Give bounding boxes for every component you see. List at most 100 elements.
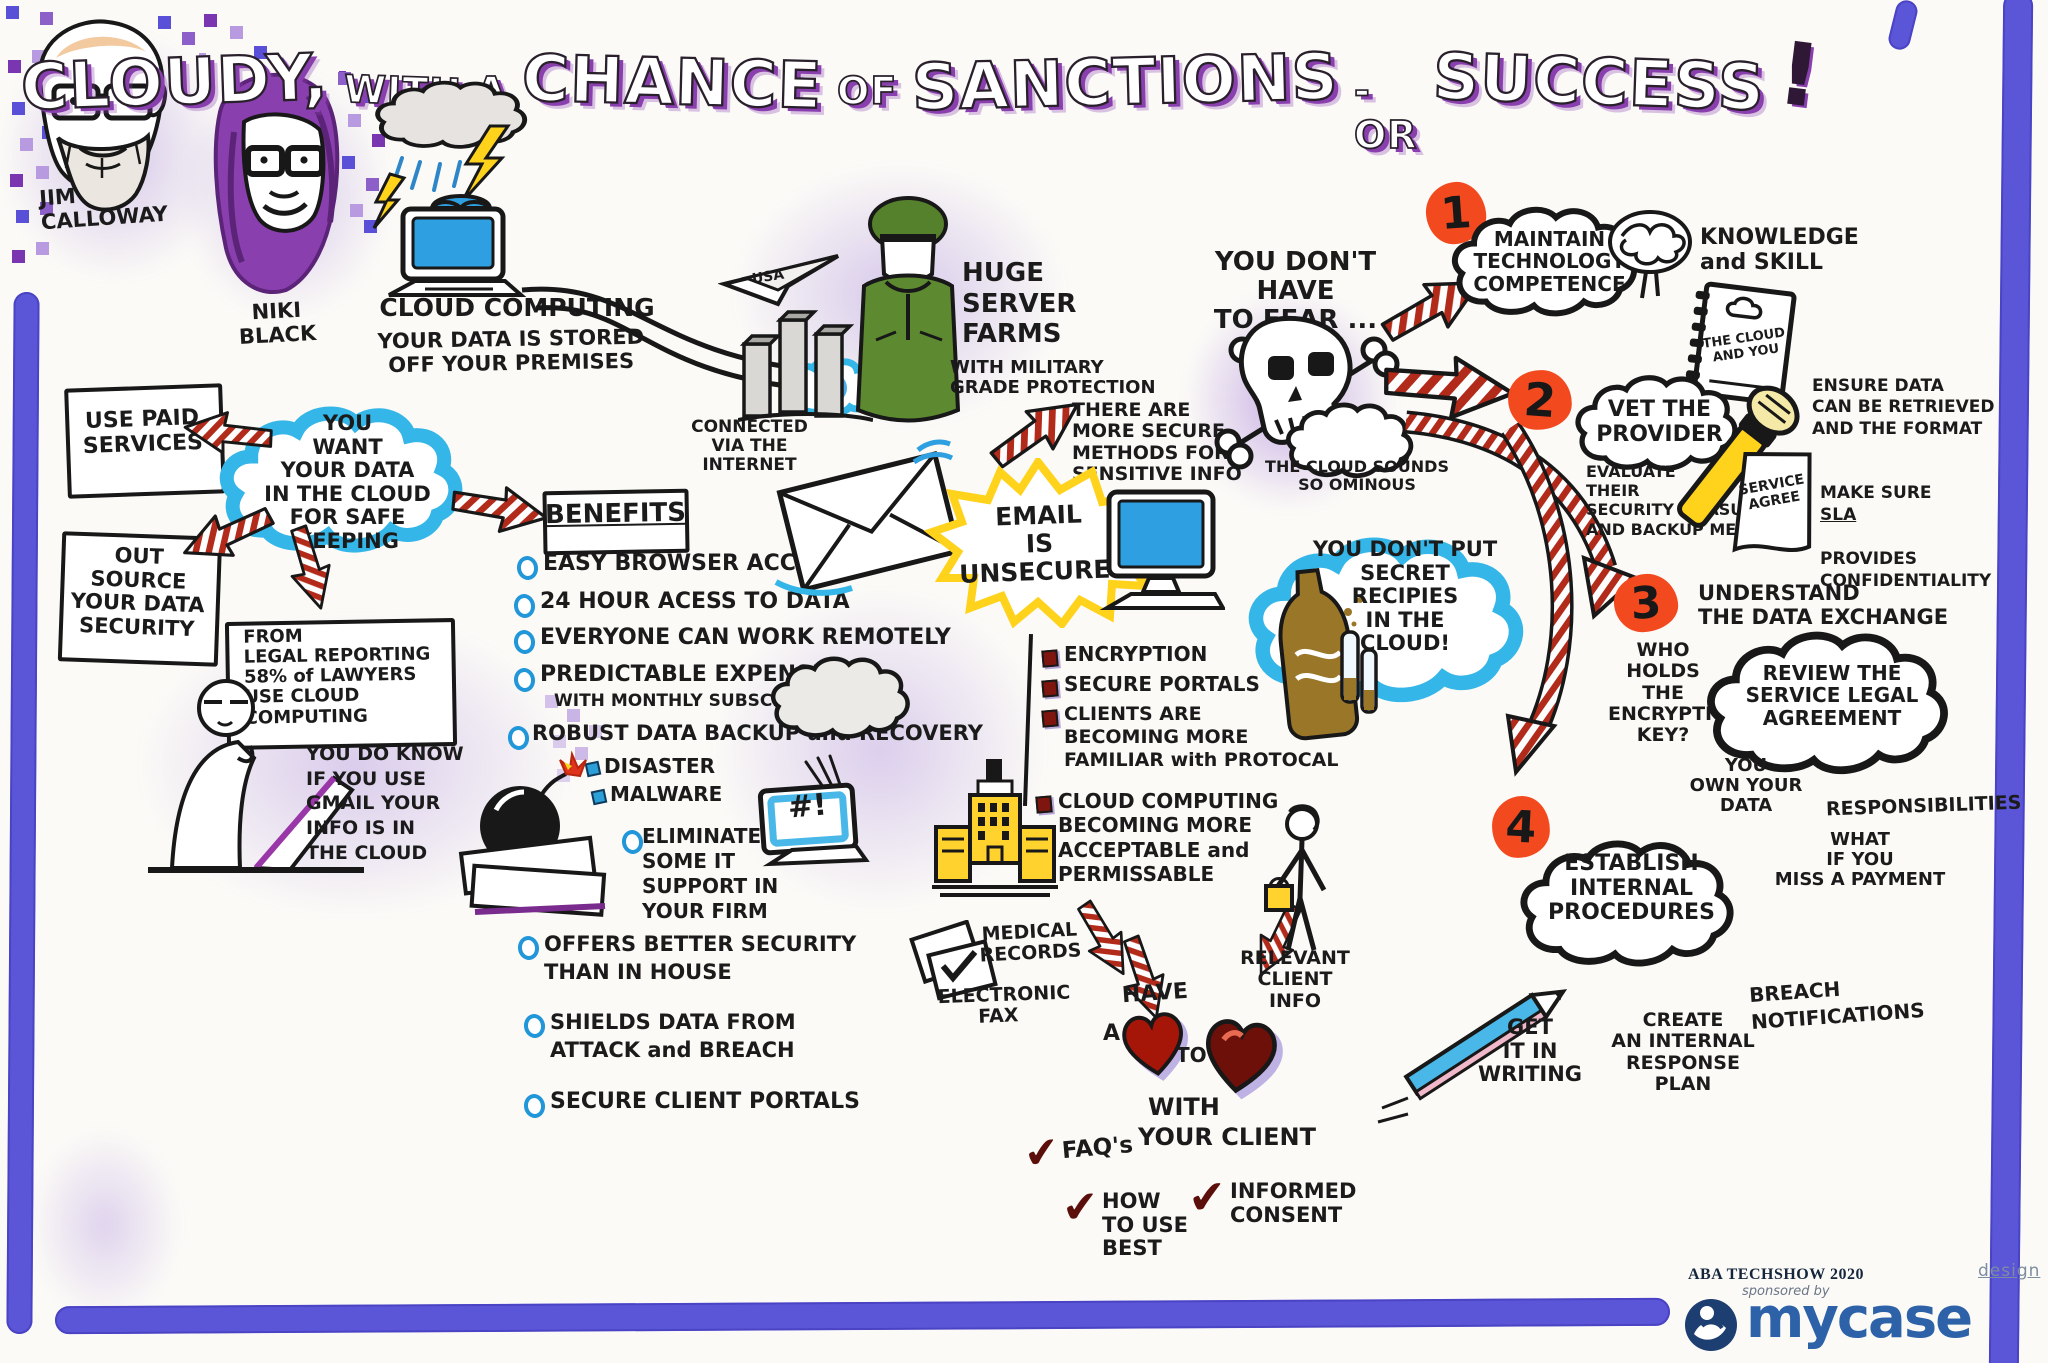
list-bullet-icon — [1041, 649, 1059, 668]
aba-techshow-label: ABA TECHSHOW 2020 — [1688, 1266, 1864, 1283]
mycase-logo-icon — [1685, 1299, 1737, 1351]
own-your-data-label: YOU OWN YOUR DATA — [1689, 755, 1803, 817]
who-holds-key-label: WHO HOLDS THE ENCRYPTION KEY? — [1608, 639, 1745, 747]
pixel-mosaic-decoration — [6, 6, 19, 19]
miss-payment-label: WHAT IF YOU MISS A PAYMENT — [1774, 829, 1946, 891]
benefit-item: SHIELDS DATA FROM ATTACK and BREACH — [550, 1010, 796, 1063]
benefit-subitem: DISASTER — [604, 754, 716, 778]
frame-left — [6, 291, 40, 1335]
benefit-item: EVERYONE CAN WORK REMOTELY — [540, 625, 951, 650]
get-it-in-writing-label: GET IT IN WRITING — [1477, 1015, 1583, 1087]
benefit-item: 24 HOUR ACESS TO DATA — [540, 589, 850, 614]
desktop-computer-icon — [388, 206, 527, 297]
benefits-heading: BENEFITS — [544, 497, 687, 531]
bullet-icon — [512, 592, 537, 620]
check-item: HOW TO USE BEST — [1102, 1189, 1189, 1261]
bullet-icon — [516, 934, 541, 962]
email-list-item: CLIENTS ARE BECOMING MORE FAMILIAR with … — [1064, 703, 1339, 771]
title-word: SUCCESS — [1430, 39, 1767, 127]
title-word: SANCTIONS — [910, 39, 1341, 126]
sponsored-by-label: sponsored by — [1742, 1284, 1830, 1299]
secret-recipes-label: YOU DON'T PUT SECRET RECIPIES IN THE CLO… — [1312, 537, 1498, 656]
gmail-note-label: YOU DO KNOW IF YOU USE GMAIL YOUR INFO I… — [306, 743, 464, 864]
list-bullet-icon — [1041, 679, 1059, 698]
envelope-icon — [774, 439, 962, 596]
secure-methods-note: THERE ARE MORE SECURE METHODS FOR SENSIT… — [1072, 399, 1242, 485]
step3-title: UNDERSTAND THE DATA EXCHANGE — [1698, 581, 1949, 629]
step4-title: ESTABLISH INTERNAL PROCEDURES — [1548, 851, 1715, 926]
arrow-to-outsource — [174, 495, 281, 574]
pencil-icon — [1377, 989, 1568, 1124]
design-by-leah-credit: design by leah graphic recording by Leah… — [1978, 1261, 2042, 1281]
bullet-icon — [522, 1092, 547, 1120]
server-towers-icon — [738, 310, 873, 422]
your-client-label: YOUR CLIENT — [1138, 1123, 1316, 1151]
shading-blob — [30, 1130, 180, 1320]
heart-icon — [1122, 1012, 1183, 1076]
poster-title: CLOUDY, WITH A CHANCE OF SANCTIONS -OR S… — [19, 23, 1826, 158]
step2-number-label: 2 — [1522, 371, 1558, 429]
benefit-item: SECURE CLIENT PORTALS — [550, 1089, 860, 1114]
checked-papers-icon — [909, 920, 998, 1001]
step1-title: MAINTAIN TECHNOLOGY COMPETENCE — [1473, 227, 1626, 296]
client-figure-icon — [1264, 804, 1327, 951]
arrow-to-benefits — [446, 475, 553, 542]
service-agreement-doc-icon — [1732, 451, 1812, 553]
smoke-cloud-icon — [768, 648, 918, 753]
person-at-laptop-icon — [148, 679, 364, 873]
sub-bullet-icon — [590, 788, 608, 806]
curved-arrow-to-step4 — [1500, 421, 1574, 777]
bullet-icon — [620, 828, 645, 856]
benefit-item: ELIMINATES SOME IT SUPPORT IN YOUR FIRM — [642, 824, 779, 923]
email-list-item: CLOUD COMPUTING BECOMING MORE ACCEPTABLE… — [1058, 789, 1279, 887]
check-item: FAQ's — [1060, 1131, 1135, 1165]
a-label: A — [1103, 1021, 1121, 1046]
review-agreement-label: REVIEW THE SERVICE LEGAL AGREEMENT — [1745, 661, 1919, 730]
frame-right — [1988, 0, 2034, 1363]
with-label: WITH — [1148, 1093, 1220, 1121]
step3-number: 3 — [1612, 572, 1680, 634]
bullet-icon — [512, 628, 537, 656]
soldier-icon — [855, 196, 961, 423]
jim-calloway-portrait — [37, 19, 167, 212]
sla-note-post: PROVIDES CONFIDENTIALITY — [1820, 549, 1992, 592]
email-list-item: ENCRYPTION — [1064, 642, 1208, 666]
jim-calloway-name: JIM CALLOWAY — [38, 183, 169, 234]
ensure-data-label: ENSURE DATA CAN BE RETRIEVED AND THE FOR… — [1812, 376, 1995, 439]
title-word: OF — [836, 68, 898, 114]
credit-design-label: design — [1978, 1261, 2041, 1281]
cola-bottle-icon — [1278, 567, 1378, 741]
paper-plane-icon — [718, 254, 840, 307]
arrow-to-legal — [279, 521, 341, 615]
responsibilities-label: RESPONSIBILITIES — [1825, 791, 2022, 821]
benefit-item: OFFERS BETTER SECURITY THAN IN HOUSE — [544, 932, 857, 985]
sla-note: MAKE SURE SLA PROVIDES CONFIDENTIALITY — [1820, 460, 2030, 593]
list-bullet-icon — [1041, 709, 1059, 728]
check-icon: ✔ — [1060, 1180, 1101, 1235]
sla-acronym: SLA — [1820, 505, 1857, 526]
check-item: INFORMED CONSENT — [1230, 1179, 1357, 1227]
paper-stack-icon — [458, 835, 607, 917]
niki-black-portrait — [213, 72, 340, 294]
crashed-monitor-icon — [757, 754, 870, 867]
title-word: CHANCE — [520, 41, 824, 125]
bullet-icon — [515, 554, 540, 582]
email-list-item: SECURE PORTALS — [1064, 672, 1260, 696]
ominous-label: THE CLOUD SOUNDS SO OMINOUS — [1265, 457, 1449, 494]
title-exclamation: ! — [1773, 23, 1826, 127]
benefit-item: EASY BROWSER ACCESS — [543, 551, 842, 576]
relevant-client-info-label: RELEVANT CLIENT INFO — [1240, 947, 1350, 1012]
frame-top-right-stub — [1886, 0, 1920, 52]
want-cloud-label: YOU WANT YOUR DATA IN THE CLOUD FOR SAFE… — [264, 411, 431, 553]
notebook-icon — [1685, 281, 1797, 406]
monitor-error-glyph: #! — [786, 787, 829, 826]
bullet-icon — [522, 1012, 547, 1040]
step2-title: VET THE PROVIDER — [1596, 397, 1723, 447]
military-grade-label: WITH MILITARY GRADE PROTECTION — [950, 357, 1156, 399]
outsource-label: OUT SOURCE YOUR DATA SECURITY — [70, 543, 205, 641]
hospital-building-icon — [932, 759, 1058, 897]
response-plan-label: CREATE AN INTERNAL RESPONSE PLAN — [1611, 1009, 1755, 1095]
connected-internet-label: CONNECTED VIA THE INTERNET — [691, 417, 808, 476]
niki-black-name: NIKI BLACK — [238, 297, 317, 349]
